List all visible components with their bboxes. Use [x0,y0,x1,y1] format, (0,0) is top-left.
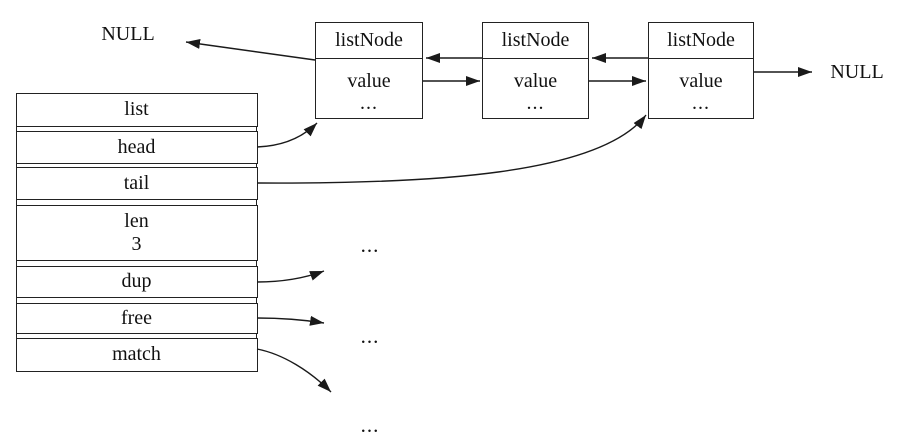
listnode-title: listNode [483,23,588,59]
struct-row-label: tail [123,171,150,194]
struct-row-label: dup [121,270,152,292]
struct-row-match: match [15,337,258,372]
struct-row-value: 3 [131,232,142,255]
struct-row-label: free [120,306,153,329]
listnode-box-2: listNode value ... [482,22,589,119]
match-pointer-arrow [256,348,332,393]
dup-target-ellipsis: ... [360,233,380,257]
listnode-value: value [513,70,558,92]
struct-row-list: list [15,92,258,127]
match-target-ellipsis: ... [360,413,380,437]
listnode-ellipsis: ... [526,92,545,114]
struct-row-tail: tail [15,166,258,200]
struct-row-head: head [15,130,258,164]
listnode-ellipsis: ... [692,92,710,114]
listnode-ellipsis: ... [360,92,378,114]
node1-prev-to-null-arrow [185,38,316,61]
struct-row-label: match [112,343,161,365]
listnode-value: value [679,70,723,92]
free-pointer-arrow [256,315,325,326]
struct-row-len: len 3 [15,204,258,261]
listnode-title: listNode [316,23,422,59]
free-target-ellipsis: ... [360,324,380,348]
struct-row-label: head [117,135,156,158]
listnode-title: listNode [649,23,753,59]
head-pointer-arrow [256,122,318,148]
listnode-box-3: listNode value ... [648,22,754,119]
dup-pointer-arrow [256,270,325,283]
struct-row-free: free [15,302,258,334]
struct-row-dup: dup [15,265,258,298]
listnode-box-1: listNode value ... [315,22,423,119]
struct-row-label: len [124,209,149,232]
list-struct-box: list head tail len 3 dup free match [15,92,258,372]
struct-row-label: list [124,98,149,120]
tail-pointer-arrow [256,114,647,184]
null-label-left: NULL [101,23,155,45]
null-label-right: NULL [830,61,884,83]
listnode-value: value [347,70,391,92]
